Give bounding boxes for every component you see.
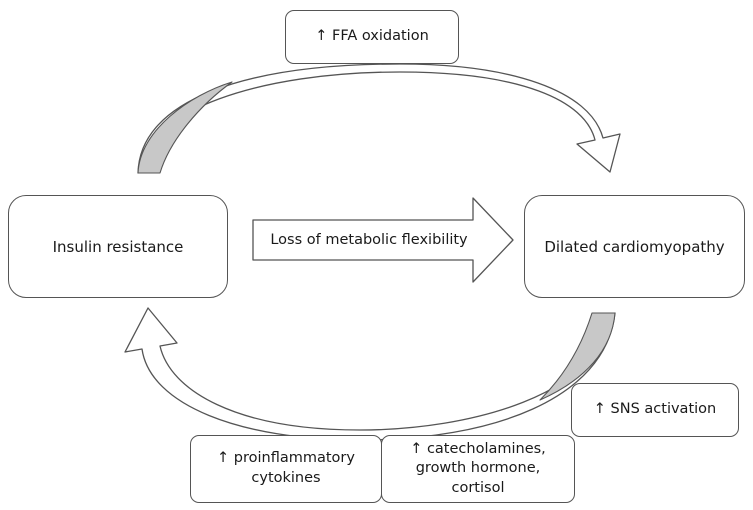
bottom-curved-arrow bbox=[124, 307, 616, 441]
catecholamines-box: ↑ catecholamines, growth hormone, cortis… bbox=[381, 435, 575, 503]
sns-activation-text: ↑ SNS activation bbox=[593, 401, 717, 418]
catecholamines-line-2: growth hormone, bbox=[415, 460, 541, 477]
sns-activation-box: ↑ SNS activation bbox=[571, 383, 739, 437]
top-curved-arrow bbox=[137, 63, 621, 174]
insulin-resistance-text: Insulin resistance bbox=[52, 237, 184, 256]
catecholamines-line-3: cortisol bbox=[451, 479, 505, 496]
dilated-cardiomyopathy-text: Dilated cardiomyopathy bbox=[544, 237, 725, 256]
proinflammatory-line-2: cytokines bbox=[251, 470, 321, 486]
ffa-oxidation-text: ↑ FFA oxidation bbox=[315, 28, 429, 45]
dilated-cardiomyopathy-box: Dilated cardiomyopathy bbox=[524, 195, 745, 298]
loss-of-metabolic-flexibility-label: Loss of metabolic flexibility bbox=[270, 232, 468, 248]
ffa-oxidation-box: ↑ FFA oxidation bbox=[285, 10, 459, 64]
straight-block-arrow bbox=[252, 197, 514, 283]
catecholamines-line-1: ↑ catecholamines, bbox=[410, 440, 546, 457]
bottom-arrow-shading bbox=[539, 312, 616, 401]
proinflammatory-line-1: ↑ proinflammatory bbox=[217, 450, 355, 467]
insulin-resistance-box: Insulin resistance bbox=[8, 195, 228, 298]
proinflammatory-cytokines-box: ↑ proinflammatory cytokines bbox=[190, 435, 382, 503]
top-arrow-shading bbox=[137, 81, 233, 174]
